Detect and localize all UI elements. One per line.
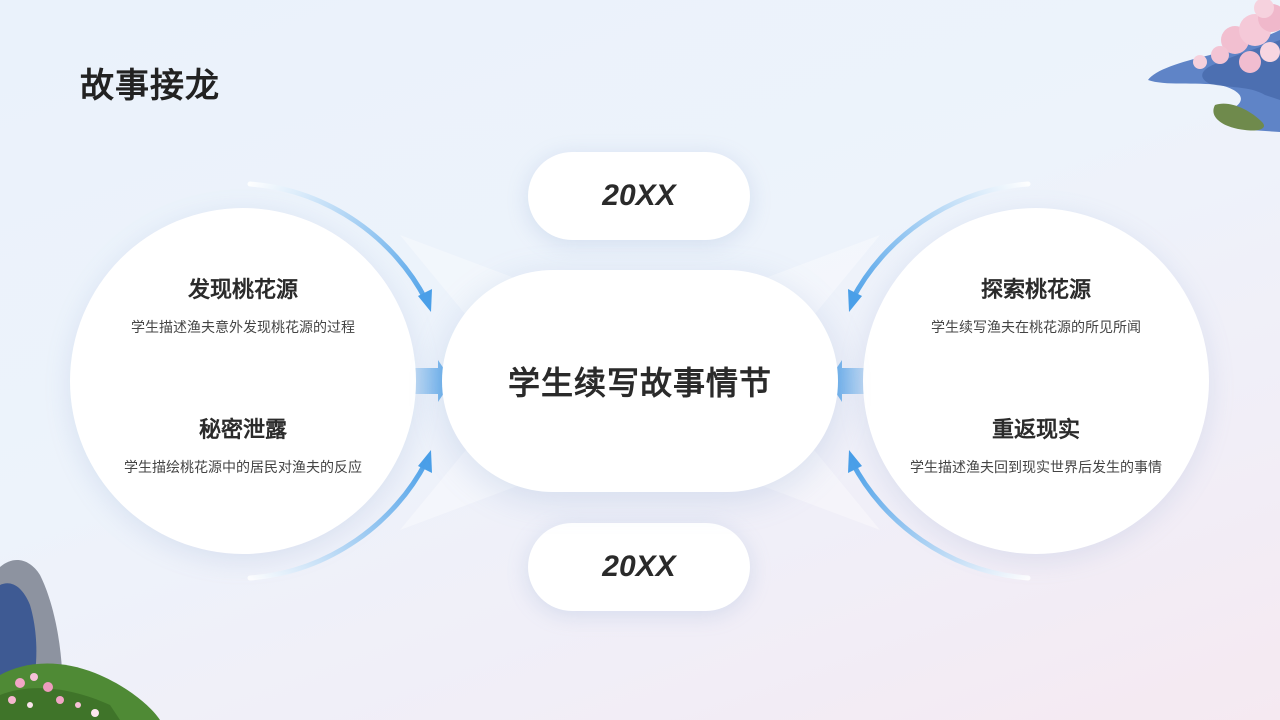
left-item-discover-title: 发现桃花源	[187, 277, 298, 302]
right-item-return-title: 重返现实	[991, 417, 1080, 442]
left-item-secret: 秘密泄露 学生描绘桃花源中的居民对渔夫的反应	[113, 412, 373, 479]
year-pill-bottom: 20XX	[528, 523, 750, 611]
right-item-return-desc: 学生描述渔夫回到现实世界后发生的事情	[910, 459, 1162, 475]
right-item-return: 重返现实 学生描述渔夫回到现实世界后发生的事情	[906, 412, 1166, 479]
left-item-discover: 发现桃花源 学生描述渔夫意外发现桃花源的过程	[113, 272, 373, 339]
center-topic-label: 学生续写故事情节	[442, 270, 838, 492]
right-item-explore-desc: 学生续写渔夫在桃花源的所见所闻	[931, 319, 1141, 335]
left-item-discover-desc: 学生描述渔夫意外发现桃花源的过程	[131, 319, 355, 335]
year-pill-top: 20XX	[528, 152, 750, 240]
left-item-secret-title: 秘密泄露	[198, 417, 287, 442]
left-topic-circle	[70, 208, 416, 554]
left-item-secret-desc: 学生描绘桃花源中的居民对渔夫的反应	[124, 459, 362, 475]
right-item-explore-title: 探索桃花源	[980, 277, 1091, 302]
right-topic-circle	[863, 208, 1209, 554]
right-item-explore: 探索桃花源 学生续写渔夫在桃花源的所见所闻	[906, 272, 1166, 339]
cherry-blossom-tree-illustration	[1148, 0, 1280, 132]
page-title: 故事接龙	[80, 67, 220, 105]
rock-and-flowers-illustration	[0, 560, 160, 720]
